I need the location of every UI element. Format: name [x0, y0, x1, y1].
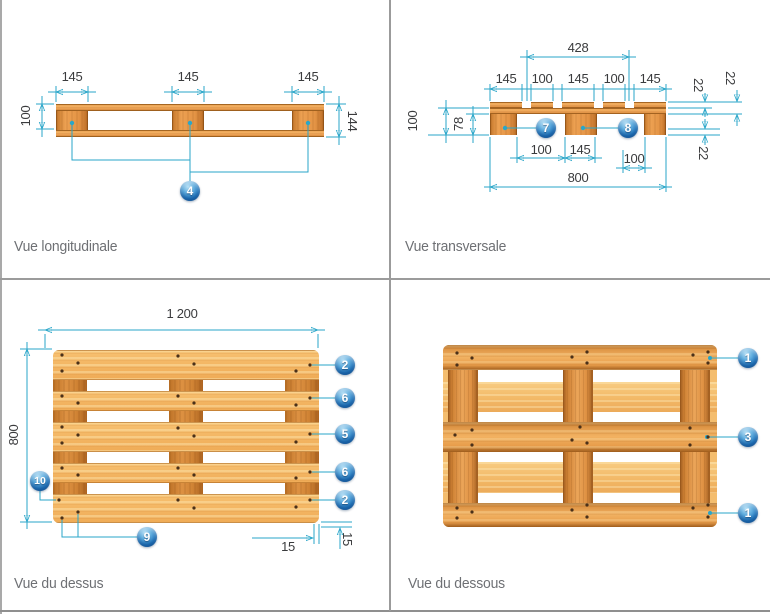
top-board-1 — [53, 350, 319, 380]
block-center — [565, 114, 597, 135]
quadrant-divider-vertical — [389, 0, 391, 611]
dim-145-board3: 145 — [567, 71, 589, 86]
window-gap — [478, 493, 563, 503]
dim-100-gap-left: 100 — [530, 142, 552, 157]
dim-78-block-height: 78 — [451, 117, 466, 131]
pallet-block-center — [172, 111, 204, 130]
block-left — [490, 114, 517, 135]
cross-patch — [169, 452, 203, 463]
dim-1200-length: 1 200 — [166, 306, 198, 321]
pallet-block-left — [56, 111, 88, 130]
badge-9: 9 — [137, 527, 157, 547]
deck-board-end-1 — [490, 102, 522, 108]
cross-board — [490, 108, 666, 114]
cross-patch — [53, 380, 87, 391]
cross-patch — [53, 452, 87, 463]
pallet-top-deck-board — [56, 104, 324, 111]
dim-800-width: 800 — [6, 424, 21, 446]
dimension-linework — [36, 86, 346, 181]
deck-board-end-2 — [531, 102, 553, 108]
dim-22-c: 22 — [696, 146, 711, 160]
bottom-board-top — [443, 345, 717, 370]
badge-2-top: 2 — [335, 355, 355, 375]
dim-145-board1: 145 — [495, 71, 517, 86]
frame-border-left — [0, 0, 2, 614]
window-gap — [593, 452, 680, 462]
badge-3: 3 — [738, 427, 758, 447]
dim-100-height: 100 — [18, 105, 33, 127]
window-gap — [478, 370, 563, 382]
top-board-5 — [53, 494, 319, 523]
dim-100-board2: 100 — [531, 71, 553, 86]
dim-15-vertical: 15 — [340, 532, 355, 546]
pallet-block-right — [292, 111, 324, 130]
window-gap — [478, 412, 563, 422]
cross-patch — [169, 380, 203, 391]
dimension-linework — [20, 279, 352, 549]
cross-patch — [285, 483, 319, 494]
cross-patch — [285, 380, 319, 391]
bottom-board-bottom — [443, 503, 717, 527]
badge-6-upper: 6 — [335, 388, 355, 408]
block-right — [644, 114, 666, 135]
dim-15-horizontal: 15 — [281, 539, 295, 554]
badge-2-bottom: 2 — [335, 490, 355, 510]
cross-patch — [53, 411, 87, 422]
badge-4: 4 — [180, 181, 200, 201]
dim-22-a: 22 — [691, 78, 706, 92]
caption-top: Vue du dessus — [14, 575, 104, 592]
pallet-top-face — [53, 350, 319, 523]
deck-board-end-5 — [634, 102, 666, 108]
quadrant-divider-horizontal — [0, 278, 770, 280]
view-top: 1 200 800 15 15 2 6 5 6 2 10 9 Vue du de… — [0, 279, 390, 614]
dim-144-total-height: 144 — [345, 110, 360, 132]
dim-145-center-block: 145 — [569, 142, 591, 157]
dimension-linework — [453, 350, 738, 520]
caption-transversal: Vue transversale — [405, 238, 507, 255]
view-longitudinal: 145 145 145 100 144 4 Vue longitudinale — [0, 0, 390, 279]
badge-1-bottom: 1 — [738, 503, 758, 523]
window-gap — [593, 412, 680, 422]
cross-patch — [285, 411, 319, 422]
dim-145-center: 145 — [177, 69, 199, 84]
window-gap — [593, 370, 680, 382]
badge-6-lower: 6 — [335, 462, 355, 482]
window-gap — [593, 493, 680, 503]
dim-145-right: 145 — [297, 69, 319, 84]
cross-patch — [169, 411, 203, 422]
frame-border-bottom — [0, 610, 770, 612]
deck-board-end-3 — [562, 102, 594, 108]
dim-100-height: 100 — [405, 110, 420, 132]
dim-145-board5: 145 — [639, 71, 661, 86]
dim-428: 428 — [567, 40, 589, 55]
dim-800-total: 800 — [567, 170, 589, 185]
view-transversal: 428 145 100 145 100 145 100 78 22 22 22 … — [390, 0, 770, 279]
badge-8: 8 — [618, 118, 638, 138]
caption-bottom: Vue du dessous — [408, 575, 505, 592]
pallet-bottom-face — [443, 345, 717, 527]
dim-100-board4: 100 — [603, 71, 625, 86]
badge-7: 7 — [536, 118, 556, 138]
cross-patch — [285, 452, 319, 463]
deck-board-end-4 — [603, 102, 625, 108]
dim-145-left: 145 — [61, 69, 83, 84]
cross-patch — [53, 483, 87, 494]
badge-10: 10 — [30, 471, 50, 491]
cross-patch — [169, 483, 203, 494]
top-board-3 — [53, 422, 319, 452]
top-board-2 — [53, 391, 319, 411]
caption-longitudinal: Vue longitudinale — [14, 238, 118, 255]
dimension-linework — [428, 50, 742, 192]
badge-1-top: 1 — [738, 348, 758, 368]
badge-5: 5 — [335, 424, 355, 444]
top-board-4 — [53, 463, 319, 483]
dim-100-gap-right: 100 — [623, 151, 645, 166]
view-bottom: 1 3 1 Vue du dessous — [390, 279, 770, 614]
window-gap — [478, 452, 563, 462]
dim-22-b: 22 — [723, 71, 738, 85]
